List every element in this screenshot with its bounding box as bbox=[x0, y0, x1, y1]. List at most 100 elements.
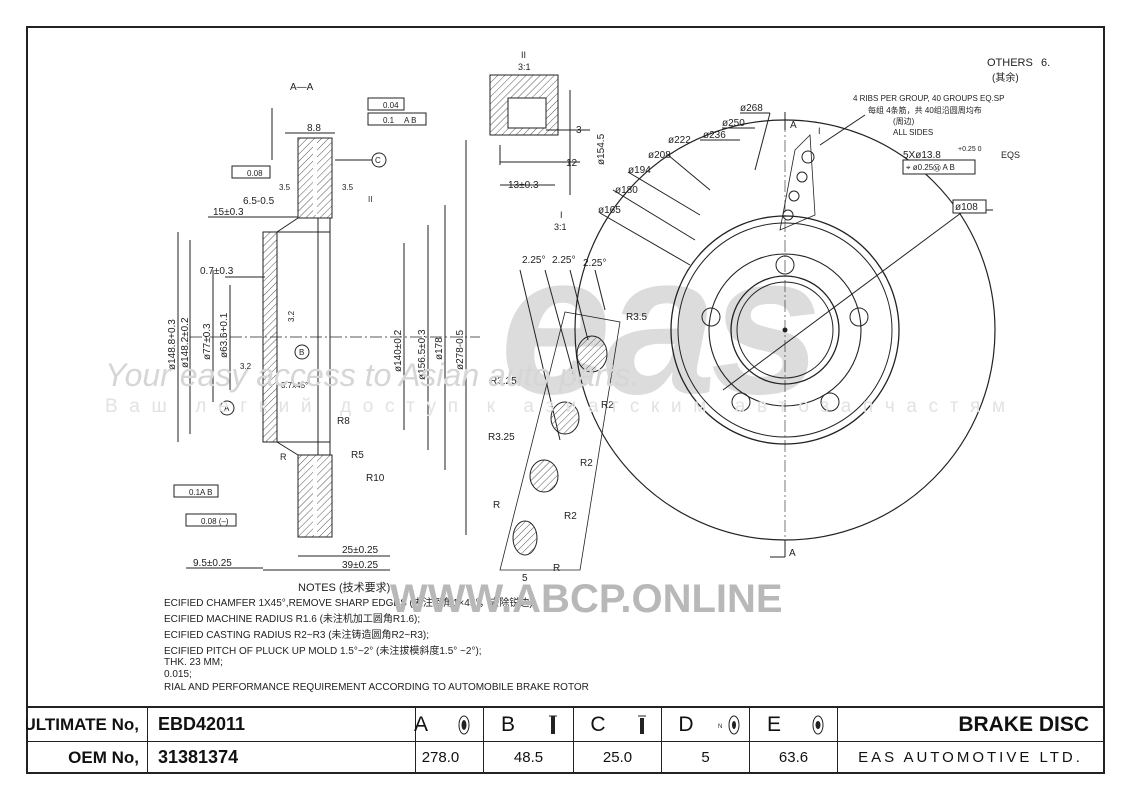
others-number: 6. bbox=[1041, 57, 1050, 69]
svg-text:N: N bbox=[718, 724, 722, 730]
front-view bbox=[574, 112, 996, 560]
dim-8-8: 8.8 bbox=[307, 123, 321, 134]
flatness-value: 0.04 bbox=[383, 101, 399, 110]
angle-2: 2.25° bbox=[552, 255, 575, 266]
flatness-2-value: 0.08 (–) bbox=[201, 517, 229, 526]
dim-236: ø236 bbox=[703, 130, 726, 141]
dim-a-letter: A bbox=[413, 712, 428, 736]
radius-r-b: R bbox=[553, 563, 560, 574]
dim-180: ø180 bbox=[615, 185, 638, 196]
dim-a-value: 278.0 bbox=[398, 741, 484, 774]
dim-3-5-a: 3.5 bbox=[279, 183, 291, 192]
dim-148-2: ø148.2±0.2 bbox=[180, 317, 191, 368]
detail-ii-dim-12: 12 bbox=[566, 158, 578, 169]
watermark-tagline: Your easy access to Asian auto parts. bbox=[105, 357, 639, 393]
section-arrow-a-bottom: A bbox=[789, 548, 796, 559]
dim-268: ø268 bbox=[740, 103, 763, 114]
dim-d-letter: D bbox=[678, 712, 694, 736]
detail-ii-dim-154-5: ø154.5 bbox=[596, 133, 607, 165]
oem-label: OEM No, bbox=[26, 741, 148, 774]
others-label: OTHERS bbox=[987, 57, 1033, 69]
detail-i-title: I bbox=[560, 210, 563, 220]
radius-r2-a: R2 bbox=[601, 400, 614, 411]
dim-148-8: ø148.8+0.3 bbox=[167, 319, 178, 370]
radius-r10: R10 bbox=[366, 473, 385, 484]
dim-6-5: 6.5-0.5 bbox=[243, 196, 275, 207]
dim-9-5: 9.5±0.25 bbox=[193, 558, 232, 569]
radius-r2-b: R2 bbox=[580, 458, 593, 469]
detail-i-callout: I bbox=[818, 126, 821, 136]
title-block: ULTIMATE No, EBD42011 OEM No, 31381374 A… bbox=[26, 706, 1105, 774]
dim-0-7: 0.7±0.3 bbox=[200, 266, 234, 277]
dim-b-value: 48.5 bbox=[484, 741, 574, 774]
detail-ii-view bbox=[489, 74, 590, 195]
radius-r3-25-b: R3.25 bbox=[488, 432, 515, 443]
ultimate-label: ULTIMATE No, bbox=[26, 708, 148, 741]
dim-194: ø194 bbox=[628, 165, 651, 176]
dim-39: 39±0.25 bbox=[342, 560, 379, 571]
detail-ii-dim-13: 13±0.3 bbox=[508, 180, 539, 191]
ribs-note-sides: (周边) bbox=[893, 116, 915, 126]
note-6: 0.015; bbox=[164, 669, 192, 680]
dim-77: ø77±0.3 bbox=[202, 323, 213, 360]
dim-208: ø208 bbox=[648, 150, 671, 161]
note-1: ECIFIED CHAMFER 1X45°,REMOVE SHARP EDGES… bbox=[164, 596, 533, 609]
detail-i-view bbox=[499, 269, 621, 571]
dim-108: ø108 bbox=[955, 202, 978, 213]
detail-i-texts: I 3:1 2.25° 2.25° 2.25° R3.5 R3.25 R3.25… bbox=[488, 210, 648, 584]
runout-2-value: 0.1 bbox=[189, 488, 201, 497]
note-2: ECIFIED MACHINE RADIUS R1.6 (未注机加工圆角R1.6… bbox=[164, 612, 420, 625]
disc-front-icon bbox=[444, 708, 484, 741]
bolt-holes-spec: 5Xø13.8 bbox=[903, 150, 941, 161]
note-7: RIAL AND PERFORMANCE REQUIREMENT ACCORDI… bbox=[164, 682, 589, 693]
others-cn: (其余) bbox=[992, 71, 1019, 84]
radius-r: R bbox=[280, 452, 287, 462]
dim-250: ø250 bbox=[722, 118, 745, 129]
front-view-texts: ø268 ø250 ø236 ø222 ø208 ø194 ø180 ø165 … bbox=[598, 57, 1050, 559]
detail-ii-texts: II 3:1 3 12 13±0.3 ø154.5 bbox=[508, 50, 607, 191]
chamfer-3-7: 3.7x45° bbox=[281, 381, 308, 390]
note-4: ECIFIED PITCH OF PLUCK UP MOLD 1.5°~2° (… bbox=[164, 644, 482, 657]
dim-15: 15±0.3 bbox=[213, 207, 244, 218]
radius-r5: R5 bbox=[351, 450, 364, 461]
datum-c-label: C bbox=[375, 156, 381, 165]
dim-156-5: ø156.5±0.3 bbox=[417, 329, 428, 380]
dim-b-letter: B bbox=[500, 712, 515, 736]
dim-222: ø222 bbox=[668, 135, 691, 146]
dim-c-letter: C bbox=[590, 712, 606, 736]
section-arrow-a-top: A bbox=[790, 120, 797, 131]
company-name: EAS AUTOMOTIVE LTD. bbox=[858, 749, 1083, 766]
dim-25: 25±0.25 bbox=[342, 545, 379, 556]
center-bore-icon bbox=[798, 708, 838, 741]
angle-3: 2.25° bbox=[583, 258, 606, 269]
ribs-note-en: 4 RIBS PER GROUP, 40 GROUPS EQ.SP bbox=[853, 94, 1004, 103]
section-dimension-texts: 8.8 0.04 0.1 A B 0.08 C 3.5 3.5 6.5-0.5 … bbox=[167, 101, 466, 571]
dim-3-5-b: 3.5 bbox=[342, 183, 354, 192]
detail-i-dim-5: 5 bbox=[522, 573, 528, 584]
bolt-holes-tol: +0.25 0 bbox=[958, 146, 982, 153]
datum-b-label: B bbox=[299, 348, 304, 357]
dim-3-2-a: 3.2 bbox=[287, 310, 296, 322]
runout-datum: A B bbox=[404, 116, 416, 125]
product-title: BRAKE DISC bbox=[958, 712, 1089, 736]
dim-d-value: 5 bbox=[662, 741, 750, 774]
disc-thickness-icon bbox=[622, 708, 662, 741]
section-label-a-a: A—A bbox=[290, 82, 314, 93]
ribs-note-cn: 每组 4条筋，共 40组沿圆周均布 bbox=[868, 105, 982, 115]
radius-r3-5: R3.5 bbox=[626, 312, 648, 323]
radius-r2-c: R2 bbox=[564, 511, 577, 522]
notes-block: NOTES (技术要求) ECIFIED CHAMFER 1X45°,REMOV… bbox=[164, 581, 589, 693]
oem-number: 31381374 bbox=[148, 741, 416, 774]
drawing-frame bbox=[26, 26, 1105, 774]
dim-3-2-b: 3.2 bbox=[240, 362, 252, 371]
watermark-site: WWW.ABCP.ONLINE bbox=[390, 577, 783, 621]
dim-e-letter: E bbox=[766, 712, 781, 736]
dim-63-6: ø63.6+0.1 bbox=[219, 312, 230, 358]
detail-ii-callout: II bbox=[368, 195, 372, 204]
detail-ii-scale: 3:1 bbox=[518, 62, 531, 72]
runout-value: 0.1 bbox=[383, 116, 395, 125]
dim-140: ø140±0.2 bbox=[393, 329, 404, 372]
bolt-holes-icon: N bbox=[710, 708, 750, 741]
angle-1: 2.25° bbox=[522, 255, 545, 266]
